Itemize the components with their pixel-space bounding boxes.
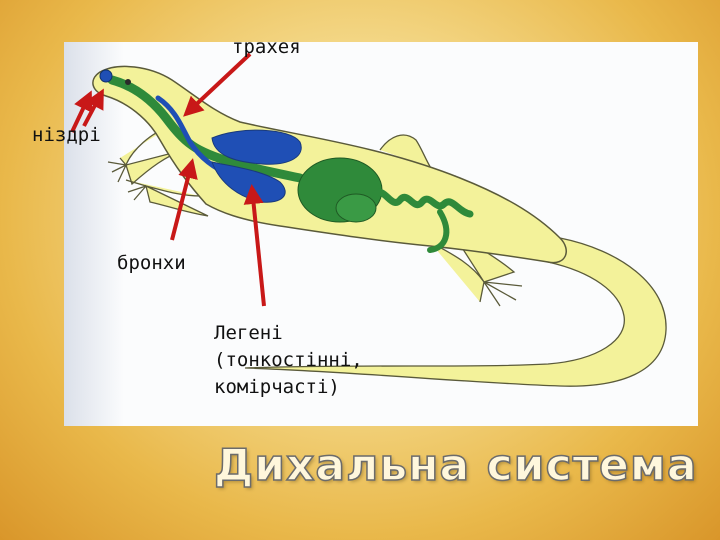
trachea-tube	[107, 75, 305, 183]
label-trachea: трахея	[232, 36, 301, 58]
intestine	[372, 188, 474, 218]
lizard-tail	[244, 237, 667, 387]
intestine-end	[427, 209, 450, 253]
arrow-nostrils-2	[82, 88, 104, 127]
lung-lower	[211, 161, 286, 203]
label-bronchi: бронхи	[117, 252, 186, 274]
nostril	[99, 69, 113, 83]
arrow-bronchi	[170, 158, 198, 241]
lung-upper	[211, 129, 302, 165]
front-right-leg	[125, 179, 209, 217]
arrow-lungs	[243, 184, 266, 307]
hind-lower-leg	[429, 231, 523, 307]
slide-title: Дихальна система	[213, 439, 698, 492]
arrow-trachea	[183, 52, 252, 117]
liver-lobe	[335, 193, 377, 223]
label-lungs: Легені (тонкостінні, комірчасті)	[214, 322, 363, 398]
eye	[125, 79, 131, 85]
label-nostrils: ніздрі	[32, 124, 101, 146]
